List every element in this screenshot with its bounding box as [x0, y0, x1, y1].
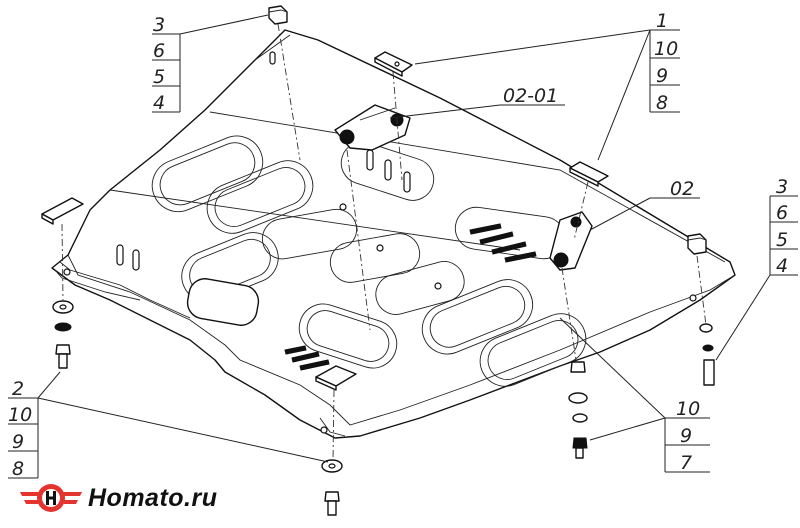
callout-label: 9	[12, 431, 24, 453]
brand-logo: Homato.ru	[18, 478, 218, 518]
callout-label: 7	[680, 452, 692, 474]
callout-label: 9	[680, 425, 692, 447]
bracket-02-01	[334, 104, 411, 151]
callout-label: 10	[654, 38, 678, 60]
callout-label: 6	[153, 40, 165, 62]
callout-label: 02	[670, 178, 694, 200]
callout-label: 02-01	[503, 85, 558, 107]
callout-label: 4	[776, 255, 788, 277]
callout-bracket-top: 02-01	[503, 85, 558, 107]
bracket-02	[549, 211, 593, 271]
callout-label: 3	[153, 14, 165, 36]
callout-label: 8	[12, 458, 24, 480]
callout-label: 5	[776, 229, 788, 251]
callout-label: 8	[656, 92, 668, 114]
callout-label: 4	[153, 92, 165, 114]
callout-label: 2	[12, 378, 24, 400]
callout-label: 10	[8, 404, 32, 426]
winged-logo-icon	[20, 484, 82, 512]
callout-bottom-right: 10 9 7	[664, 398, 710, 474]
vent-slots	[63, 51, 697, 434]
brand-name: Homato.ru	[88, 483, 218, 512]
callout-label: 5	[153, 66, 165, 88]
mounting-plates	[41, 51, 609, 391]
callout-top-left: 3 6 5 4	[152, 14, 181, 114]
callout-label: 3	[776, 176, 788, 198]
callout-label: 6	[776, 202, 788, 224]
fasteners	[52, 5, 715, 516]
callout-label: 10	[676, 398, 700, 420]
callout-bracket-right: 02	[670, 178, 694, 200]
callout-right: 3 6 5 4	[769, 176, 798, 277]
leader-lines	[37, 14, 771, 463]
callout-bottom-left: 2 10 9 8	[8, 378, 39, 480]
assembly-axes	[61, 23, 707, 461]
callout-label: 1	[656, 10, 668, 32]
callout-label: 9	[656, 65, 668, 87]
stamped-reliefs	[151, 135, 587, 387]
callout-top-right: 1 10 9 8	[649, 10, 680, 114]
